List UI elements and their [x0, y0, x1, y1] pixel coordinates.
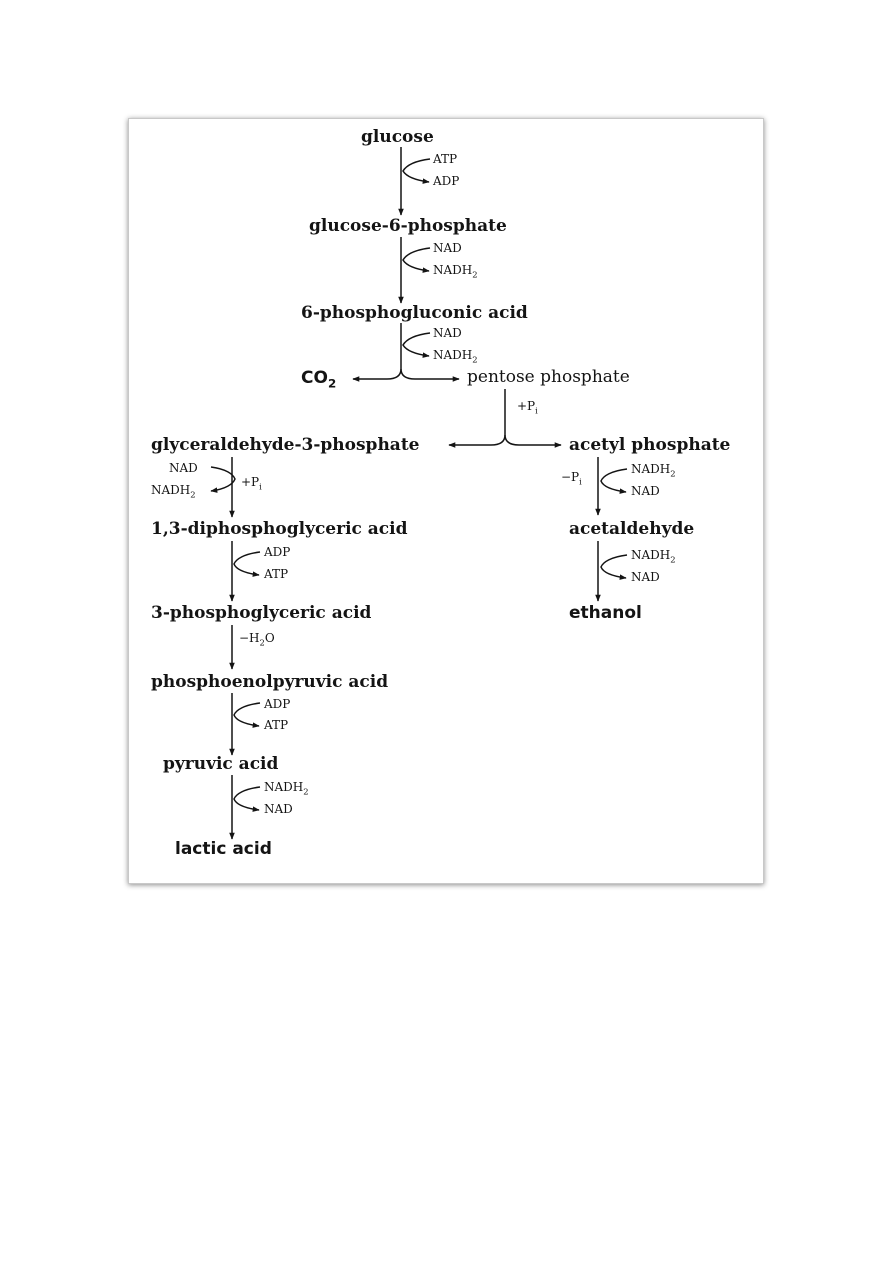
compound-pentose-phosphate: pentose phosphate [467, 367, 630, 387]
arrow-6pg-to-co2 [352, 368, 402, 382]
cofactor-curve-3 [402, 332, 431, 358]
cofactor-curve-left-5 [233, 786, 261, 812]
compound-glucose: glucose [361, 127, 434, 147]
cofactor-atp-in: ATP [433, 152, 458, 166]
cofactor-pentose-pi: +Pi [517, 399, 538, 416]
cofactor-left-nad-in: NAD [169, 461, 198, 475]
cofactor-left-atp-out: ATP [264, 567, 289, 581]
cofactor-curve-1 [402, 158, 431, 184]
cofactor-right-nadh2-in: NADH2 [631, 462, 676, 479]
cofactor-left-atp-out-2: ATP [264, 718, 289, 732]
compound-ethanol: ethanol [569, 603, 642, 623]
compound-lactic-acid: lactic acid [175, 839, 272, 859]
cofactor-left-adp-in: ADP [264, 545, 291, 559]
cofactor-adp-out: ADP [433, 174, 460, 188]
cofactor-left-pi: +Pi [241, 475, 262, 492]
compound-co2: CO2 [301, 368, 337, 391]
cofactor-left-nadh2-in: NADH2 [264, 780, 309, 797]
cofactor-left-nad-out: NAD [264, 802, 293, 816]
reaction-arrows [210, 147, 628, 840]
cofactor-left-water: −H2O [239, 631, 275, 648]
cofactor-nadh2-out-2: NADH2 [433, 263, 478, 280]
compound-pyruvic-acid: pyruvic acid [163, 754, 279, 774]
arrow-pentose-to-acetyl [504, 434, 562, 448]
compound-acetyl-phosphate: acetyl phosphate [569, 435, 731, 455]
cofactor-right-nad-out: NAD [631, 484, 660, 498]
cofactor-left-nadh2-out: NADH2 [151, 483, 196, 500]
cofactor-left-adp-in-2: ADP [264, 697, 291, 711]
compound-3-phosphoglyceric-acid: 3-phosphoglyceric acid [151, 603, 372, 623]
compound-glucose-6-phosphate: glucose-6-phosphate [309, 216, 507, 236]
compound-6-phosphogluconic-acid: 6-phosphogluconic acid [301, 303, 528, 323]
compound-phosphoenolpyruvic-acid: phosphoenolpyruvic acid [151, 672, 389, 692]
compound-glyceraldehyde-3-phosphate: glyceraldehyde-3-phosphate [151, 435, 420, 455]
cofactor-right-nad-out-2: NAD [631, 570, 660, 584]
cofactor-curve-right-2 [600, 554, 628, 580]
cofactor-curve-left-2 [233, 551, 261, 577]
cofactor-curve-left-1 [210, 466, 236, 493]
pathway-diagram: glucose glucose-6-phosphate 6-phosphoglu… [128, 118, 764, 884]
cofactor-curve-right-1 [600, 468, 628, 494]
cofactor-nadh2-out-3: NADH2 [433, 348, 478, 365]
cofactor-nad-in-2: NAD [433, 241, 462, 255]
arrow-6pg-to-pentose [400, 368, 460, 382]
cofactor-curve-left-4 [233, 702, 261, 728]
arrow-pentose-to-gap [448, 434, 506, 448]
compound-13-diphosphoglyceric-acid: 1,3-diphosphoglyceric acid [151, 519, 408, 539]
cofactor-right-nadh2-in-2: NADH2 [631, 548, 676, 565]
cofactor-right-pi: −Pi [561, 470, 582, 487]
compound-acetaldehyde: acetaldehyde [569, 519, 695, 539]
cofactor-nad-in-3: NAD [433, 326, 462, 340]
cofactor-curve-2 [402, 247, 431, 273]
